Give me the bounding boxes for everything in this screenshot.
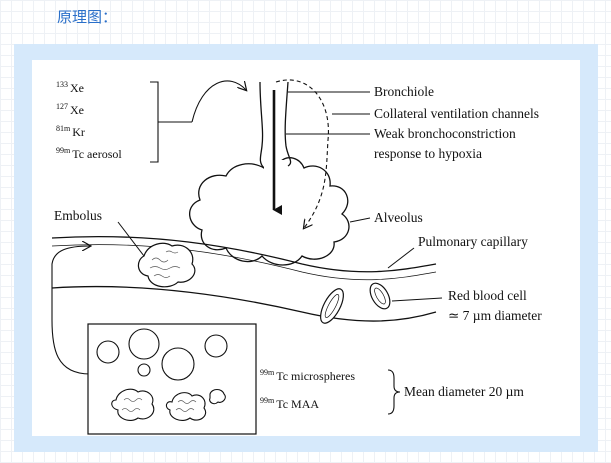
- maa-particle: [209, 388, 226, 405]
- microsphere: [128, 328, 160, 360]
- maa-particle: [165, 392, 207, 421]
- embolus-label: Embolus: [54, 208, 102, 223]
- microsphere: [204, 334, 228, 358]
- embolus-leader: [117, 221, 145, 257]
- embolus-shape: [137, 242, 196, 288]
- leader-lines: [286, 91, 443, 302]
- hypoxia-response-label: response to hypoxia: [374, 146, 482, 161]
- red-blood-cell-label: Red blood cell: [448, 288, 527, 303]
- capillary-lower-wall: [51, 285, 437, 322]
- rbc-diameter-label: ≃ 7 µm diameter: [448, 308, 542, 323]
- circulation-loop-arrow: [51, 246, 90, 375]
- page-heading: 原理图：: [57, 8, 118, 26]
- collateral-flow-arrow: [275, 79, 329, 228]
- maa-particles: [111, 388, 226, 421]
- capillary-upper-wall: [51, 235, 437, 273]
- microsphere: [137, 363, 151, 377]
- bronchiole-label: Bronchiole: [374, 84, 434, 99]
- microspheres: [96, 328, 228, 381]
- maa-particle: [111, 388, 155, 421]
- microsphere: [96, 340, 120, 364]
- alveolus-shape: [189, 157, 350, 266]
- red-blood-cell: [320, 288, 344, 324]
- embolus-texture: [149, 250, 181, 278]
- alveolus-label: Alveolus: [374, 210, 423, 225]
- isotope-bracket: [150, 81, 192, 163]
- pulmonary-capillary-label: Pulmonary capillary: [418, 234, 528, 249]
- red-blood-cells: [320, 282, 391, 324]
- collateral-channels-label: Collateral ventilation channels: [374, 106, 539, 121]
- red-blood-cell: [369, 282, 391, 310]
- inhalation-arrow: [191, 80, 246, 123]
- agents-brace: [387, 369, 401, 415]
- maa-texture: [121, 398, 197, 412]
- weak-bronchoconstriction-label: Weak bronchoconstriction: [374, 126, 516, 141]
- bronchiole-shape: [259, 81, 292, 169]
- microsphere: [161, 347, 195, 381]
- capillary-inner-line: [51, 244, 437, 281]
- mean-diameter-label: Mean diameter 20 µm: [404, 384, 524, 399]
